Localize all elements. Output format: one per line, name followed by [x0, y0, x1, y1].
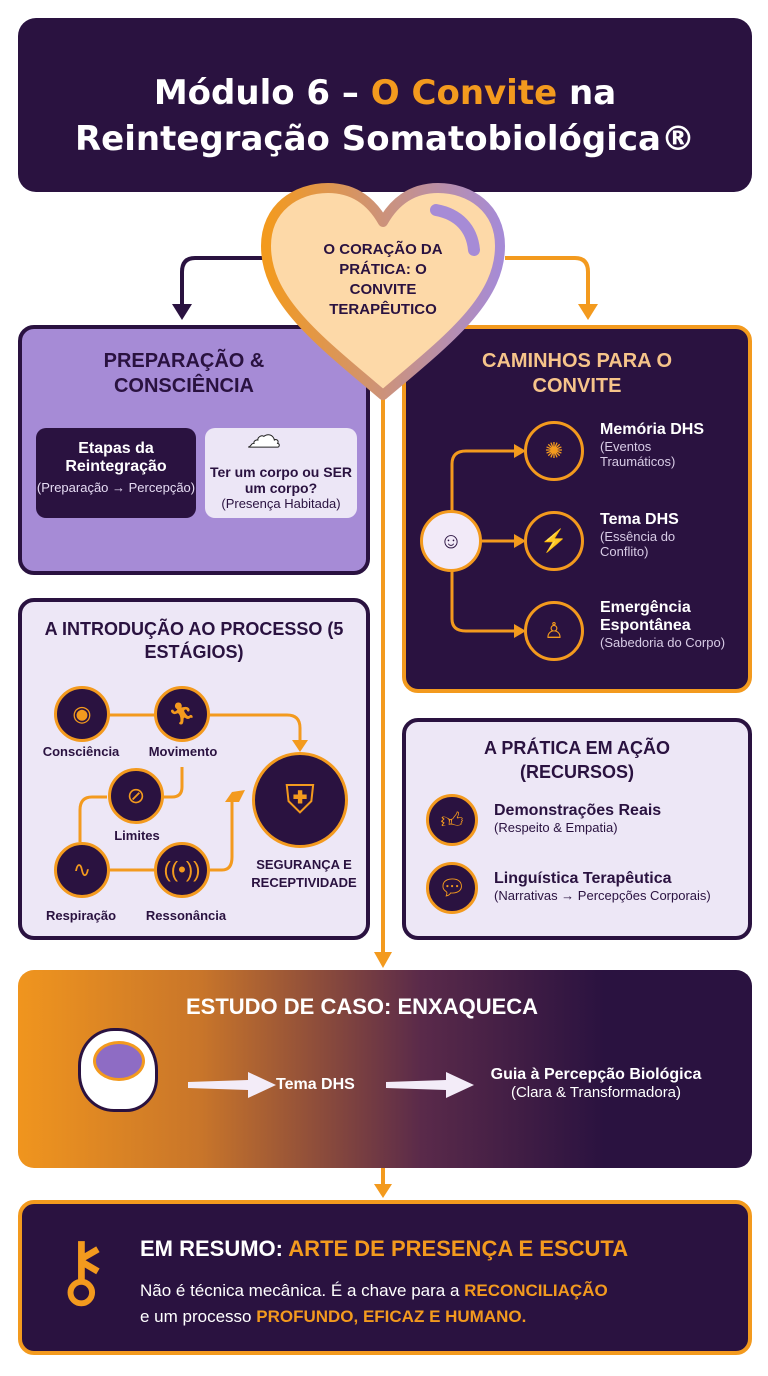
- eye-icon: ◉: [54, 686, 110, 742]
- estudo-caso-panel: ESTUDO DE CASO: ENXAQUECA Tema DHS Guia …: [18, 970, 752, 1168]
- caminho-item: Tema DHS(Essência do Conflito): [600, 511, 700, 559]
- prohibited-icon: ⊘: [108, 768, 164, 824]
- shield-hands-icon: ⛨: [252, 752, 348, 848]
- resumo-highlight: ARTE DE PRESENÇA E ESCUTA: [288, 1236, 629, 1261]
- pratica-item-subtitle: (Narrativas → Percepções Corporais): [494, 888, 711, 903]
- caminho-title: Emergência Espontânea: [600, 599, 691, 634]
- stage-label: Movimento: [148, 744, 218, 759]
- caminhos-connectors: [450, 444, 526, 638]
- arrow-icon: [386, 1072, 474, 1098]
- corpo-card: ☁ Ter um corpo ou SER um corpo? (Presenç…: [205, 417, 357, 518]
- brain-icon: ✺: [524, 421, 584, 481]
- guia-title: Guia à Percepção Biológica: [490, 1066, 702, 1083]
- resumo-text: Não é técnica mecânica. É a chave para a…: [140, 1278, 740, 1330]
- thought-cloud-icon: ☁: [247, 417, 282, 456]
- running-icon: 🏃︎: [154, 686, 210, 742]
- caminho-subtitle: (Sabedoria do Corpo): [600, 635, 726, 650]
- caminho-subtitle: (Essência do Conflito): [600, 529, 676, 559]
- heart-icon: [261, 183, 505, 400]
- etapas-subtitle: (Preparação → Percepção): [36, 480, 196, 495]
- pratica-item-title: Demonstrações Reais: [494, 802, 662, 819]
- preparacao-panel: PREPARAÇÃO & CONSCIÊNCIA Etapas da Reint…: [18, 325, 370, 575]
- stage-label: Respiração: [45, 908, 117, 923]
- title-highlight: O Convite: [370, 73, 558, 113]
- resumo-hl1: RECONCILIAÇÃO: [464, 1281, 608, 1300]
- heart-text: O CORAÇÃO DA PRÁTICA: O CONVITE TERAPÊUT…: [323, 241, 443, 318]
- pratica-title: A PRÁTICA EM AÇÃO (RECURSOS): [484, 738, 670, 782]
- body-icon: ♙: [524, 601, 584, 661]
- etapas-card: Etapas da Reintegração (Preparação → Per…: [36, 428, 196, 518]
- arrow-icon: [188, 1072, 276, 1098]
- corpo-title: Ter um corpo ou SER um corpo?: [209, 464, 353, 496]
- resumo-text2: e um processo: [140, 1307, 257, 1326]
- preparacao-title: PREPARAÇÃO & CONSCIÊNCIA: [103, 350, 265, 397]
- corpo-subtitle: (Presença Habitada): [221, 496, 341, 511]
- caso-step-guia: Guia à Percepção Biológica(Clara & Trans…: [466, 1066, 726, 1101]
- goal-label: SEGURANÇA E RECEPTIVIDADE: [251, 857, 357, 890]
- title-line2: Reintegração Somatobiológica®: [74, 119, 696, 159]
- pratica-item: Demonstrações Reais(Respeito & Empatia): [494, 802, 661, 835]
- etapas-title: Etapas da Reintegração: [65, 440, 167, 475]
- chat-icon: 💬︎: [426, 862, 478, 914]
- pratica-item-title: Linguística Terapêutica: [494, 870, 672, 887]
- caminhos-title: CAMINHOS PARA O CONVITE: [482, 350, 672, 397]
- resumo-hl2: PROFUNDO, EFICAZ E HUMANO.: [256, 1307, 527, 1326]
- title-text: Módulo 6 –: [153, 73, 371, 113]
- caminho-item: Emergência Espontânea(Sabedoria do Corpo…: [600, 599, 750, 650]
- thumbs-up-icon: 👍︎: [426, 794, 478, 846]
- resumo-title: EM RESUMO: ARTE DE PRESENÇA E ESCUTA: [140, 1236, 628, 1262]
- conflict-icon: ⚡: [524, 511, 584, 571]
- guia-subtitle: (Clara & Transformadora): [510, 1084, 682, 1101]
- caminho-subtitle: (Eventos Traumáticos): [600, 439, 676, 469]
- resumo-text1: Não é técnica mecânica. É a chave para a: [140, 1281, 465, 1300]
- pratica-item-subtitle: (Respeito & Empatia): [494, 820, 618, 835]
- head-touch-icon: ☺: [420, 510, 482, 572]
- head-migraine-icon: [58, 1028, 178, 1124]
- stage-label: Limites: [114, 828, 160, 843]
- stages-connectors: [78, 713, 308, 872]
- key-icon: ⚷: [52, 1226, 111, 1315]
- stage-label: Ressonância: [145, 908, 227, 923]
- introducao-title: A INTRODUÇÃO AO PROCESSO (5 ESTÁGIOS): [44, 619, 344, 662]
- caminhos-panel: CAMINHOS PARA O CONVITE ☺ ✺ ⚡ ♙ Memória …: [402, 325, 752, 693]
- pratica-panel: A PRÁTICA EM AÇÃO (RECURSOS) 👍︎ 💬︎ Demon…: [402, 718, 752, 940]
- caminho-title: Memória DHS: [600, 421, 705, 438]
- caminho-title: Tema DHS: [600, 511, 679, 528]
- introducao-panel: A INTRODUÇÃO AO PROCESSO (5 ESTÁGIOS) ◉ …: [18, 598, 370, 940]
- caso-step-tema: Tema DHS: [276, 1076, 355, 1093]
- resumo-panel: ⚷ EM RESUMO: ARTE DE PRESENÇA E ESCUTA N…: [18, 1200, 752, 1355]
- resumo-label: EM RESUMO:: [140, 1236, 289, 1261]
- resonance-icon: ((•)): [154, 842, 210, 898]
- nose-icon: ∿: [54, 842, 110, 898]
- pratica-item: Linguística Terapêutica(Narrativas → Per…: [494, 870, 711, 903]
- title-text-end: na: [557, 73, 617, 113]
- stage-label: Consciência: [42, 744, 120, 759]
- caminho-item: Memória DHS(Eventos Traumáticos): [600, 421, 704, 469]
- caso-title: ESTUDO DE CASO: ENXAQUECA: [186, 994, 539, 1019]
- title-banner: Módulo 6 – O Convite na Reintegração Som…: [18, 18, 752, 192]
